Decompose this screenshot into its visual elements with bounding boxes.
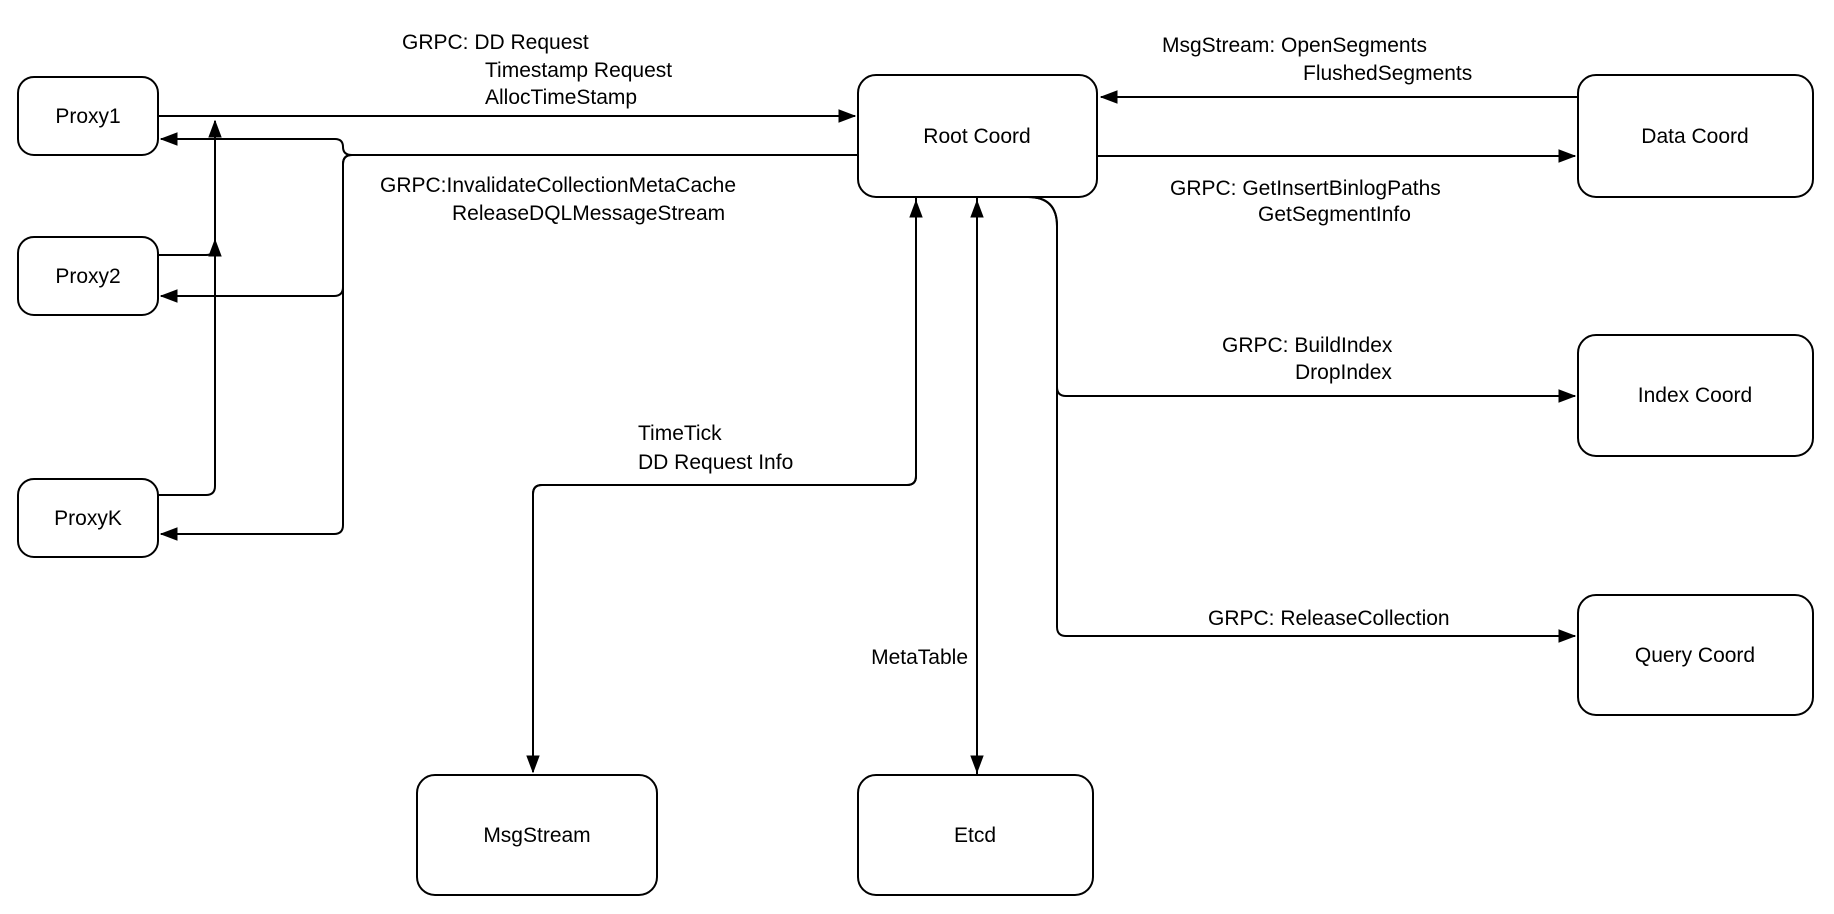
- edge-rootcoord-to-proxyk: [161, 154, 858, 534]
- node-proxyk-label: ProxyK: [54, 507, 122, 530]
- node-query-coord-label: Query Coord: [1635, 644, 1755, 667]
- edge-proxy2-merge: [158, 121, 215, 256]
- label-proxy-to-root-line3: AllocTimeStamp: [485, 86, 637, 109]
- label-root-to-index-line2: DropIndex: [1295, 361, 1392, 384]
- node-etcd: [857, 774, 1094, 896]
- node-index-coord-label: Index Coord: [1638, 384, 1752, 407]
- label-proxy-to-root-line2: Timestamp Request: [485, 59, 672, 82]
- label-root-to-query-line1: GRPC: ReleaseCollection: [1208, 607, 1450, 630]
- node-root-coord: [857, 74, 1098, 198]
- label-data-to-root-line2: FlushedSegments: [1303, 62, 1472, 85]
- node-etcd-label: Etcd: [954, 824, 996, 847]
- node-msgstream: [416, 774, 658, 896]
- label-root-to-msgstream-line1: TimeTick: [638, 422, 722, 445]
- edge-msgstream-to-rootcoord: [532, 201, 916, 772]
- label-data-to-root-line1: MsgStream: OpenSegments: [1162, 34, 1427, 57]
- label-root-to-proxies-line1: GRPC:InvalidateCollectionMetaCache: [380, 174, 736, 197]
- label-root-to-index-line1: GRPC: BuildIndex: [1222, 334, 1393, 357]
- edge-proxyk-merge: [158, 240, 215, 496]
- node-data-coord-label: Data Coord: [1641, 125, 1748, 148]
- node-proxy1: [17, 76, 159, 156]
- edge-rootcoord-to-proxy1: [161, 139, 858, 156]
- label-root-to-data-line2: GetSegmentInfo: [1258, 203, 1411, 226]
- node-query-coord: [1577, 594, 1814, 716]
- label-root-to-msgstream-line2: DD Request Info: [638, 451, 793, 474]
- label-root-to-etcd-line1: MetaTable: [871, 646, 968, 669]
- node-msgstream-label: MsgStream: [483, 824, 590, 847]
- node-proxy2-label: Proxy2: [55, 265, 120, 288]
- label-root-to-data-line1: GRPC: GetInsertBinlogPaths: [1170, 177, 1441, 200]
- label-proxy-to-root-line1: GRPC: DD Request: [402, 31, 589, 54]
- node-root-coord-label: Root Coord: [923, 125, 1030, 148]
- edge-rootcoord-to-querycoord: [1027, 196, 1575, 636]
- label-root-to-proxies-line2: ReleaseDQLMessageStream: [452, 202, 725, 225]
- node-proxy1-label: Proxy1: [55, 105, 120, 128]
- node-proxy2: [17, 236, 159, 316]
- node-proxyk: [17, 478, 159, 558]
- node-data-coord: [1577, 74, 1814, 198]
- node-index-coord: [1577, 334, 1814, 457]
